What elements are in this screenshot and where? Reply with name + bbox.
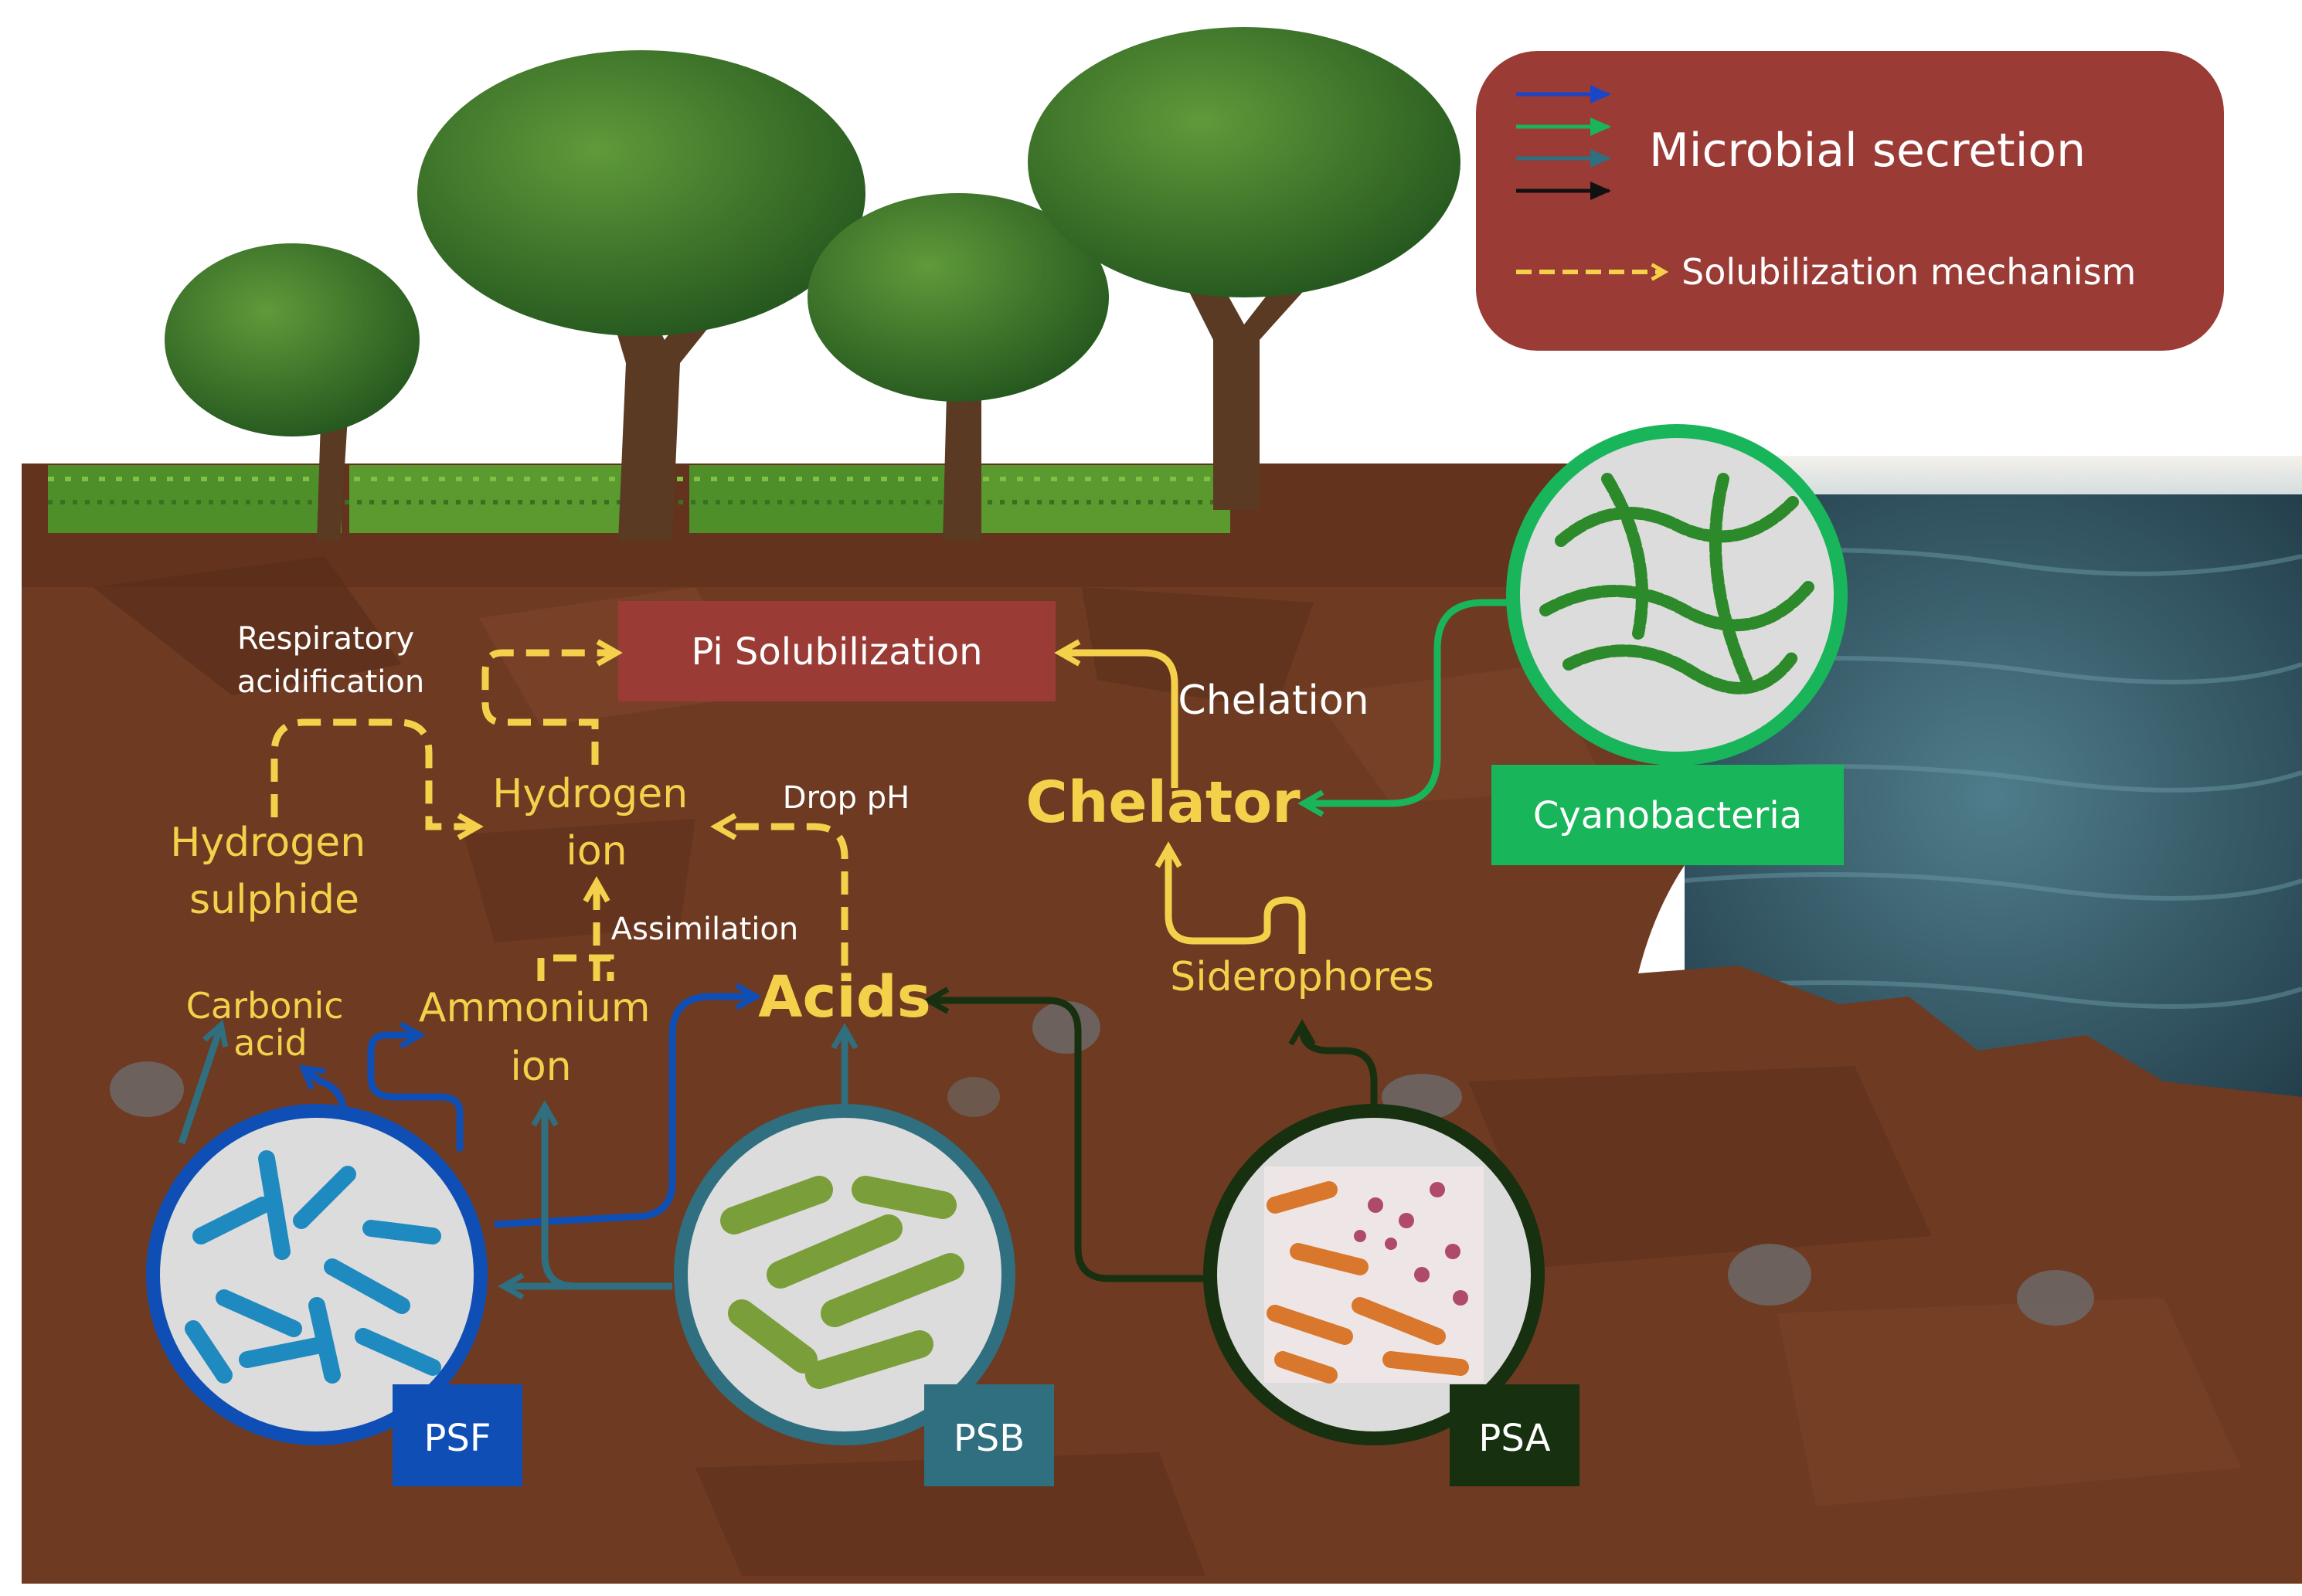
tree-4 (1028, 27, 1460, 510)
microbe-psa: PSA (1203, 1104, 1579, 1486)
arrow-psf-to-acids (494, 983, 762, 1228)
microbe-cyanobacteria: Cyanobacteria (1491, 424, 1848, 865)
arrow-cyanobacteria-to-chelator (1297, 599, 1516, 817)
ammonium-ion-line1: Ammonium (419, 985, 651, 1031)
legend: Microbial secretion Solubilization mecha… (1476, 51, 2224, 351)
svg-text:Hydrogen ion: Hydrogen ion (492, 771, 700, 874)
carbonic-acid-line1: Carbonic (186, 985, 344, 1027)
chelation-arrows (1054, 639, 1306, 954)
svg-text:Respiratory acidificatio: Respiratory acidification (237, 621, 424, 700)
psb-bacteria-image (720, 1176, 964, 1389)
tree-1 (165, 243, 420, 541)
arrow-psa-to-siderophores (1288, 1019, 1378, 1105)
cyanobacteria-label: Cyanobacteria (1533, 794, 1802, 837)
arrow-psa-to-acids (923, 986, 1205, 1282)
psa-label: PSA (1478, 1417, 1550, 1460)
microbe-psb: PSB (674, 1104, 1054, 1486)
arrow-sulphide-to-hydrogen-ion (270, 718, 484, 840)
arrow-psf-to-carbonic (178, 1019, 229, 1145)
trees (165, 27, 1460, 541)
psf-bacteria-image (185, 1150, 441, 1384)
svg-text:Carbonic acid: Carbonic acid (186, 985, 355, 1064)
psa-spores (1354, 1182, 1468, 1306)
mechanism-arrows (270, 639, 848, 981)
pi-solubilization-box: Pi Solubilization (618, 601, 1056, 701)
psb-label: PSB (954, 1417, 1025, 1460)
cyanobacteria-image (1539, 473, 1814, 694)
tree-3 (808, 193, 1109, 541)
arrow-psf-to-ammonium (367, 1021, 464, 1151)
tree-2 (417, 50, 865, 541)
arrow-psb-to-ammonium (531, 1100, 672, 1290)
chelator-label: Chelator (1025, 769, 1301, 836)
grass-strips (48, 465, 1230, 533)
secretion-arrows (178, 599, 1516, 1300)
legend-mechanism-label: Solubilization mechanism (1681, 251, 2136, 293)
arrow-hydrogen-ion-to-pi (481, 639, 623, 765)
hydrogen-ion-line2: ion (566, 828, 627, 874)
arrow-siderophores-to-chelator (1154, 841, 1306, 954)
ammonium-ion-line2: ion (510, 1044, 571, 1090)
respiratory-acidification-line1: Respiratory (237, 621, 414, 657)
arrow-ammonium-to-hydrogen-ion (537, 885, 610, 981)
legend-secretion-label: Microbial secretion (1649, 124, 2086, 178)
svg-text:Hydrogen sulphide: Hydrogen sulphide (170, 820, 378, 923)
svg-text:Ammonium ion: Ammonium ion (419, 985, 663, 1090)
arrow-acids-to-hydrogen-ion (710, 813, 848, 966)
respiratory-acidification-line2: acidification (237, 664, 424, 700)
hydrogen-ion-line1: Hydrogen (492, 771, 688, 817)
psf-label: PSF (423, 1417, 491, 1460)
chelation-label: Chelation (1178, 677, 1369, 724)
acids-label: Acids (758, 964, 931, 1031)
carbonic-acid-line2: acid (233, 1022, 307, 1064)
hydrogen-sulphide-line1: Hydrogen (170, 820, 366, 866)
arrow-chelator-to-pi (1054, 639, 1178, 788)
microbe-psf: PSF (146, 1104, 522, 1486)
assimilation-label: Assimilation (611, 912, 798, 947)
hydrogen-sulphide-line2: sulphide (189, 877, 359, 923)
psa-bacteria-image (1267, 1181, 1469, 1384)
pi-solubilization-label: Pi Solubilization (691, 630, 982, 674)
drop-ph-label: Drop pH (783, 780, 910, 816)
siderophores-label: Siderophores (1170, 954, 1434, 1000)
secretion-labels: Carbonic acid Ammonium ion Acids Chelato… (186, 769, 1434, 1090)
mechanism-labels: Respiratory acidification Hydrogen ion H… (170, 621, 1369, 947)
